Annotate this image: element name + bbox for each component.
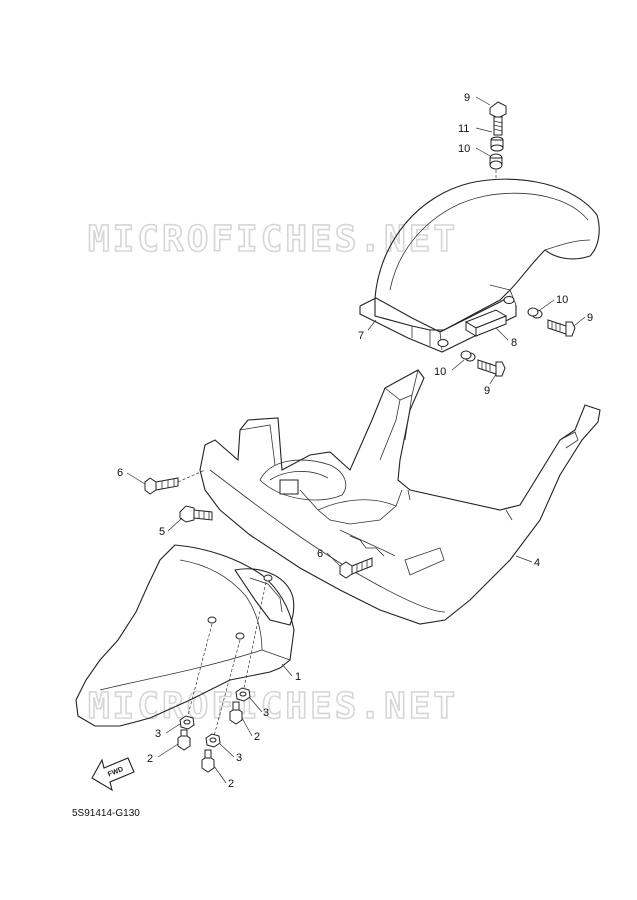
rear-fender [359,178,600,353]
inner-fender [199,369,601,625]
diagram-code: 5S91414-G130 [72,808,140,819]
rear-collar-lower-part [460,350,476,362]
callout-4: 4 [534,557,540,569]
rear-bolt-top-part [489,101,507,136]
rear-collar-top-part [489,153,503,180]
leader-3-a [165,723,181,734]
leader-7 [367,319,377,331]
rear-collar-right-part [527,307,543,319]
front-fender [75,544,295,727]
bolt-c-part [229,701,243,725]
rear-bolt-right-part [547,319,576,337]
nut-c-part [235,687,251,702]
callout-2-c: 2 [254,731,260,743]
callout-3-b: 3 [236,752,242,764]
bolt-a-part [177,729,191,751]
fix-line-c [243,581,267,689]
callout-9-top: 9 [464,92,470,104]
leader-9-lower [489,373,497,385]
leader-8 [495,327,509,341]
callout-3-a: 3 [155,728,161,740]
callout-10-right: 10 [556,294,568,306]
watermark-top: MICROFICHES.NET [88,219,458,260]
callout-9-lower: 9 [484,385,490,397]
watermark-bottom: MICROFICHES.NET [88,686,458,727]
callout-6-left: 6 [117,467,123,479]
leader-4 [515,555,533,563]
leader-10-right [539,299,555,311]
fix-line-a [187,623,213,716]
callout-9-right: 9 [587,312,593,324]
callout-5: 5 [159,526,165,538]
leader-1 [281,663,293,677]
leader-11 [475,127,493,133]
leader-3-b [219,743,235,758]
rear-damper-part [464,309,508,337]
callout-2-b: 2 [228,778,234,790]
leader-9-right [573,316,586,327]
leader-6-center [326,552,341,567]
callout-7: 7 [358,330,364,342]
leader-10-lower [451,359,465,371]
bolt-left-part [179,505,213,523]
callout-10-lower: 10 [434,366,446,378]
leader-10-top [475,147,491,157]
leader-3-c [249,697,263,713]
callout-10-top: 10 [458,143,470,155]
callout-11: 11 [458,123,469,135]
callout-8: 8 [511,337,517,349]
leader-2-c [241,717,253,737]
screw-left-upper-part [144,469,206,495]
rear-bushing-top-part [490,136,504,152]
bolt-b-part [201,749,215,773]
leader-9-top [475,96,491,106]
callout-6-center: 6 [317,548,323,560]
fix-line-b [213,639,241,737]
fwd-arrow-icon: FWD [91,757,135,792]
screw-center-part [339,557,373,579]
leader-2-b [213,765,227,784]
callout-1: 1 [295,671,301,683]
leader-5 [167,517,183,532]
nut-a-part [179,715,195,730]
callout-3-c: 3 [263,707,269,719]
nut-b-part [205,733,221,748]
callout-2-a: 2 [147,753,153,765]
rear-bolt-lower-part [477,359,506,377]
leader-6-left [126,472,146,485]
leader-2-a [157,743,179,758]
